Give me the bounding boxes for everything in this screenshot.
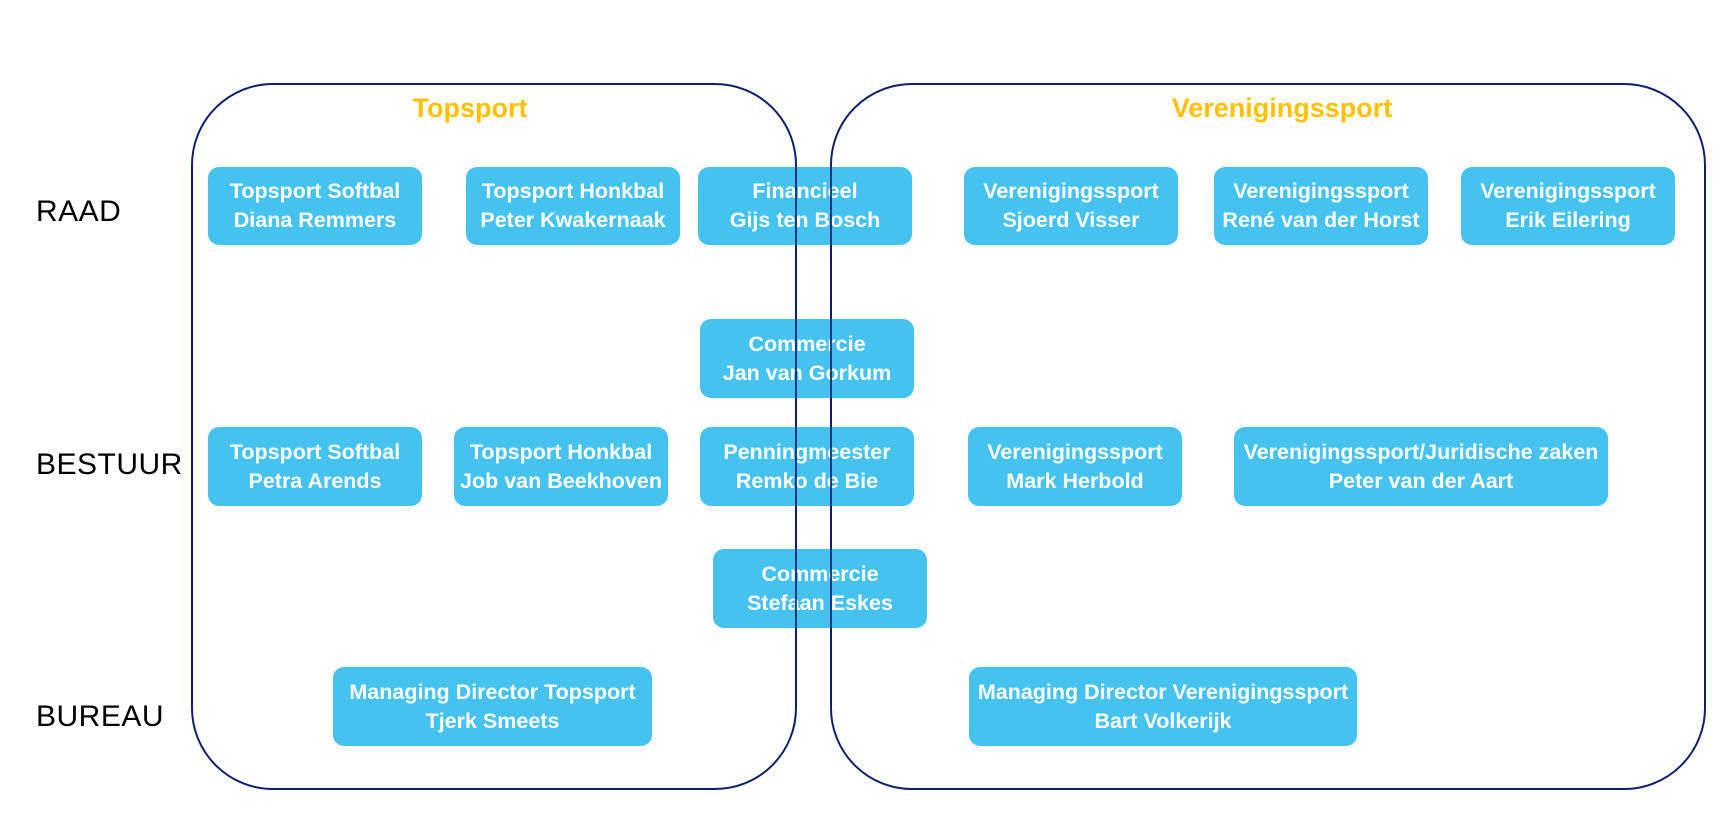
bestuur-verenigingssport-juridische-box: Verenigingssport/Juridische zaken Peter … [1234, 427, 1608, 506]
raad-verenigingssport-box-1: Verenigingssport Sjoerd Visser [964, 167, 1178, 245]
commercie-box-1: Commercie Jan van Gorkum [700, 319, 914, 398]
box-line-role: Topsport Softbal [229, 439, 401, 464]
box-line-role: Verenigingssport [1480, 179, 1656, 203]
box-line-role: Commercie [748, 331, 866, 356]
box-line-person: Erik Eilering [1505, 208, 1631, 232]
row-label-bureau: BUREAU [36, 700, 165, 733]
box-line-role: Verenigingssport/Juridische zaken [1243, 439, 1599, 464]
verenigingssport-group-left-edge [830, 165, 832, 630]
box-line-person: Peter Kwakernaak [480, 208, 666, 232]
box-line-person: Petra Arends [248, 468, 382, 493]
box-line-person: Jan van Gorkum [722, 360, 892, 385]
box-line-role: Verenigingssport [987, 439, 1163, 464]
box-line-person: Diana Remmers [233, 208, 397, 232]
raad-financieel-box: Financieel Gijs ten Bosch [698, 167, 912, 245]
box-line-role: Topsport Honkbal [469, 439, 653, 464]
bureau-managing-director-verenigingssport-box: Managing Director Verenigingssport Bart … [969, 667, 1357, 746]
box-line-person: Tjerk Smeets [425, 708, 560, 733]
box-line-person: Peter van der Aart [1328, 468, 1514, 493]
box-line-person: Bart Volkerijk [1094, 708, 1232, 733]
raad-topsport-honkbal-box: Topsport Honkbal Peter Kwakernaak [466, 167, 680, 245]
verenigingssport-group-title: Verenigingssport [1171, 93, 1393, 123]
box-line-person: Sjoerd Visser [1002, 208, 1140, 232]
box-line-role: Verenigingssport [1233, 179, 1409, 203]
bureau-managing-director-topsport-box: Managing Director Topsport Tjerk Smeets [333, 667, 652, 746]
box-line-person: Job van Beekhoven [460, 468, 662, 493]
raad-verenigingssport-box-2: Verenigingssport René van der Horst [1214, 167, 1428, 245]
box-line-person: Remko de Bie [735, 468, 879, 493]
box-line-role: Topsport Honkbal [481, 179, 665, 203]
bestuur-topsport-honkbal-box: Topsport Honkbal Job van Beekhoven [454, 427, 668, 506]
box-line-role: Verenigingssport [983, 179, 1159, 203]
commercie-box-2: Commercie Stefaan Eskes [713, 549, 927, 628]
box-line-role: Managing Director Topsport [349, 679, 636, 704]
box-line-role: Financieel [752, 179, 858, 203]
box-line-person: Gijs ten Bosch [729, 208, 881, 232]
box-line-role: Managing Director Verenigingssport [977, 679, 1349, 704]
topsport-group-right-edge [795, 165, 797, 630]
topsport-group-title: Topsport [412, 93, 528, 123]
box-line-person: Mark Herbold [1006, 468, 1144, 493]
raad-topsport-softbal-box: Topsport Softbal Diana Remmers [208, 167, 422, 245]
box-line-person: Stefaan Eskes [747, 590, 893, 615]
row-label-bestuur: BESTUUR [36, 448, 183, 481]
bestuur-verenigingssport-box-1: Verenigingssport Mark Herbold [968, 427, 1182, 506]
box-line-person: René van der Horst [1222, 208, 1420, 232]
box-line-role: Penningmeester [723, 439, 891, 464]
bestuur-topsport-softbal-box: Topsport Softbal Petra Arends [208, 427, 422, 506]
box-line-role: Commercie [761, 561, 879, 586]
row-label-raad: RAAD [36, 195, 122, 228]
bestuur-penningmeester-box: Penningmeester Remko de Bie [700, 427, 914, 506]
box-line-role: Topsport Softbal [229, 179, 401, 203]
raad-verenigingssport-box-3: Verenigingssport Erik Eilering [1461, 167, 1675, 245]
